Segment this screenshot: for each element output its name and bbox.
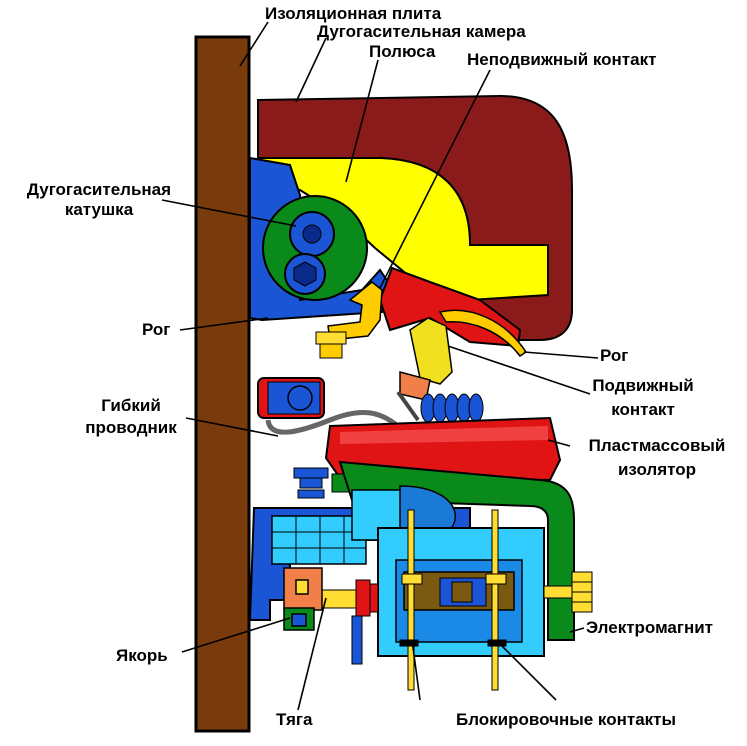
label-electromagnet: Электромагнит — [586, 618, 714, 637]
insulating-plate — [194, 35, 251, 733]
label-plastic-insulator-2: изолятор — [617, 460, 697, 479]
block-contact-rods — [399, 509, 507, 691]
magnet-yoke — [338, 460, 575, 641]
label-rod: Тяга — [276, 710, 313, 729]
poles — [257, 157, 549, 302]
label-arc-chamber: Дугогасительная камера — [317, 22, 526, 41]
right-terminal — [543, 571, 593, 613]
label-flex-conductor-2: проводник — [85, 418, 177, 437]
flex-conductor — [265, 409, 402, 435]
magnet-body-left — [271, 515, 367, 565]
label-insulating-plate: Изоляционная плита — [265, 4, 442, 23]
rod — [319, 579, 379, 665]
label-horn-left: Рог — [142, 320, 171, 339]
horn-left — [327, 281, 383, 341]
leader-lines — [161, 21, 599, 711]
contact-spring — [420, 393, 484, 423]
label-plastic-insulator-1: Пластмассовый — [588, 436, 726, 455]
label-horn-right: Рог — [600, 346, 629, 365]
label-block-contacts: Блокировочные контакты — [456, 710, 676, 729]
label-armature: Якорь — [116, 646, 168, 665]
moving-contact — [409, 317, 453, 385]
armature — [283, 567, 323, 631]
label-arc-coil-1: Дугогасительная — [26, 180, 172, 199]
label-arc-coil-2: катушка — [64, 200, 134, 219]
label-flex-conductor-1: Гибкий — [101, 396, 161, 415]
horn-right — [438, 309, 528, 358]
label-poles: Полюса — [369, 42, 436, 61]
label-fixed-contact: Неподвижный контакт — [467, 50, 657, 69]
label-moving-contact-1: Подвижный — [592, 376, 694, 395]
label-moving-contact-2: контакт — [611, 400, 675, 419]
